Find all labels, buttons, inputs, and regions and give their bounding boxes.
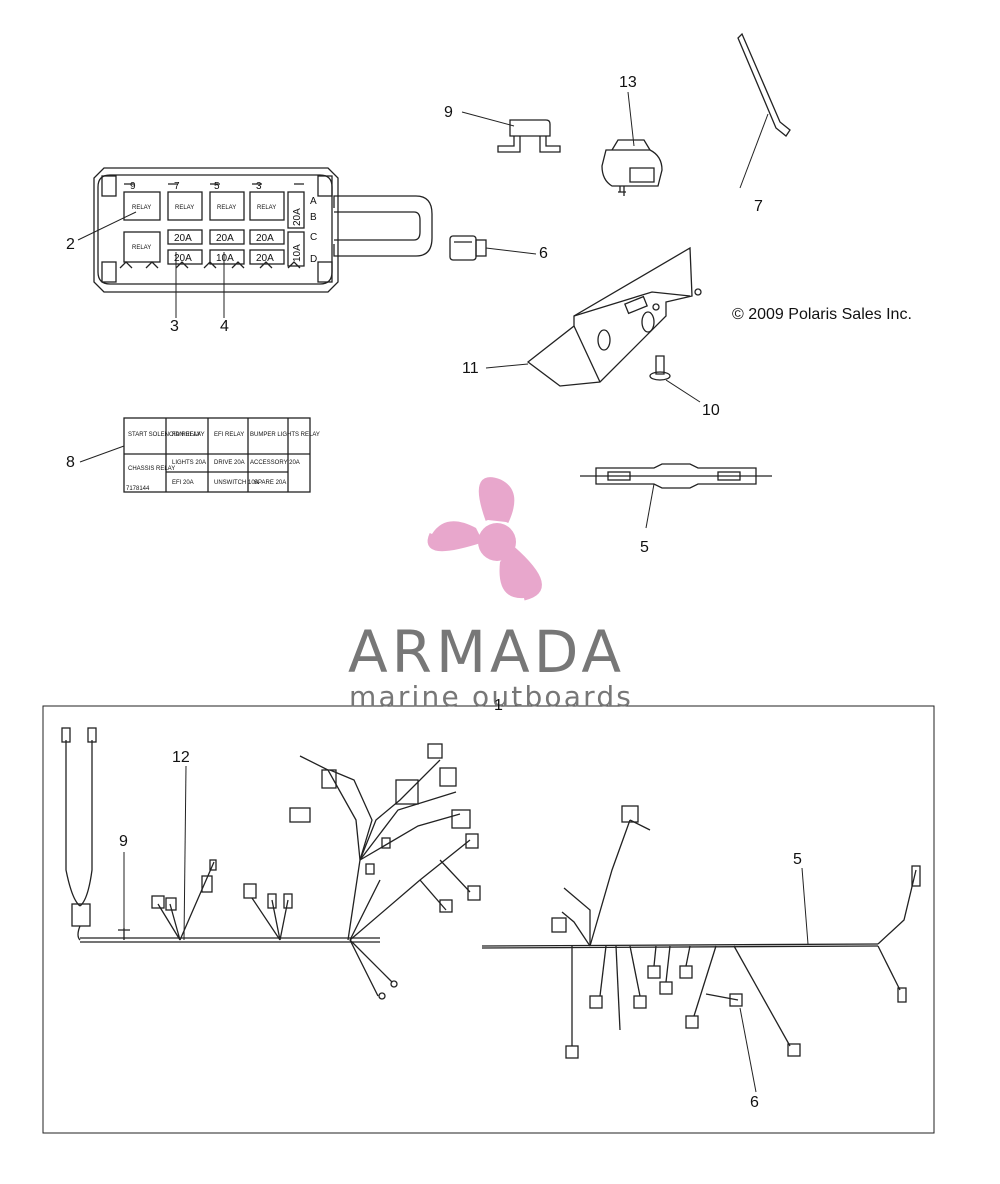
fuse-top-number: 5: [214, 181, 220, 192]
legend-cell: BUMPER LIGHTS RELAY: [250, 432, 320, 438]
fuse-top-number: 7: [174, 181, 180, 192]
fuse-row-letter: B: [310, 212, 317, 223]
callout-4: 4: [220, 318, 229, 335]
circuit-breaker-part: [497, 119, 561, 153]
fuse-box: [93, 167, 433, 293]
fuse-rating: 20A: [174, 253, 192, 264]
legend-cell: EFI RELAY: [214, 432, 244, 438]
leader-lines: [77, 91, 809, 1093]
callout-3: 3: [170, 318, 179, 335]
fuse-rating: 20A: [256, 253, 274, 264]
relay-label: RELAY: [132, 205, 151, 211]
legend-cell: LIGHTS 20A: [172, 460, 206, 466]
relay-label: RELAY: [175, 205, 194, 211]
relay-socket-part: [601, 139, 663, 196]
chassis-wiring-harness: [481, 805, 921, 1059]
relay-label: RELAY: [132, 245, 151, 251]
copyright-text: © 2009 Polaris Sales Inc.: [732, 306, 912, 323]
callout-11: 11: [462, 360, 479, 377]
rivet-part: [649, 355, 671, 381]
callout-13: 13: [619, 74, 637, 91]
brand-name: ARMADA: [348, 618, 626, 686]
callout-6: 6: [750, 1094, 759, 1111]
fuse-legend-decal: [123, 417, 311, 493]
callout-1: 1: [494, 697, 503, 714]
legend-cell: EFI 20A: [172, 480, 194, 486]
legend-cell: ACCESSORY 20A: [250, 460, 300, 466]
harness-panel: [42, 705, 935, 1134]
legend-cell: DRIVE 20A: [214, 460, 245, 466]
bracket-part: [526, 246, 702, 387]
legend-cell: CHASSIS RELAY: [128, 466, 175, 472]
cable-tie-part: [737, 32, 791, 137]
relay-label: RELAY: [217, 205, 236, 211]
fuse-top-number: 9: [130, 181, 136, 192]
callout-8: 8: [66, 454, 75, 471]
callout-6: 6: [539, 245, 548, 262]
inline-fuse-holder-part: [580, 463, 772, 489]
callout-12: 12: [172, 749, 190, 766]
callout-10: 10: [702, 402, 720, 419]
fuse-rating: 20A: [292, 208, 303, 226]
callout-9: 9: [119, 833, 128, 850]
legend-part-number: 7178144: [126, 486, 150, 492]
fuse-rating: 20A: [256, 233, 274, 244]
fuse-rating: 10A: [292, 244, 303, 262]
fuse-rating: 20A: [216, 233, 234, 244]
fuse-top-number: 3: [256, 181, 262, 192]
fuse-rating: 10A: [216, 253, 234, 264]
fuse-box-labels: 9 7 5 3 A B C D RELAY RELAY RELAY RELAY …: [130, 181, 317, 265]
connector-part: [449, 235, 487, 261]
fuse-row-letter: D: [310, 254, 317, 265]
armada-logo-icon: [427, 477, 542, 601]
legend-cell: UNSWITCH 10A: [214, 480, 259, 486]
legend-cell: FAN RELAY: [172, 432, 205, 438]
callout-5: 5: [640, 539, 649, 556]
fuse-row-letter: C: [310, 232, 317, 243]
callout-5: 5: [793, 851, 802, 868]
brand-tagline: marine outboards: [349, 680, 634, 713]
main-wiring-harness: [61, 727, 481, 1000]
relay-label: RELAY: [257, 205, 276, 211]
callout-7: 7: [754, 198, 763, 215]
legend-cell: SPARE 20A: [254, 480, 286, 486]
fuse-row-letter: A: [310, 196, 317, 207]
legend-cell: START SOLENOID RELAY: [128, 432, 201, 438]
fuse-rating: 20A: [174, 233, 192, 244]
legend-labels: START SOLENOID RELAY FAN RELAY EFI RELAY…: [126, 432, 320, 492]
callout-9: 9: [444, 104, 453, 121]
callout-2: 2: [66, 236, 75, 253]
